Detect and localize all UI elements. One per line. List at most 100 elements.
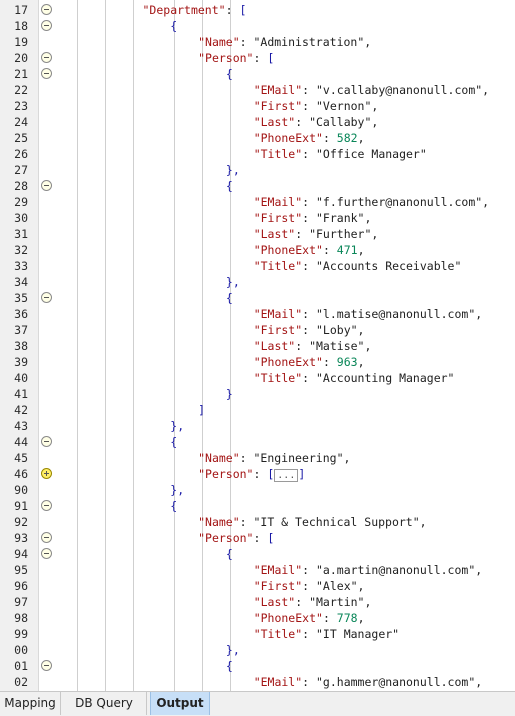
line-number: 31 [14,227,28,241]
line-number: 23 [14,99,28,113]
code-line: 33"Title": "Accounts Receivable" [0,258,515,274]
tab-mapping[interactable]: Mapping [0,692,61,715]
collapse-fold-icon[interactable] [41,180,52,191]
code-token: "PhoneExt" [253,131,323,145]
code-line: 30"First": "Frank", [0,210,515,226]
code-token: : "Engineering", [239,451,351,465]
code-text: "Person": [ [198,50,274,66]
code-token: : [253,467,268,481]
indent-guide-line [105,0,106,691]
line-number: 92 [14,515,28,529]
indent-guide-line [230,0,231,691]
code-line: 39"PhoneExt": 963, [0,354,515,370]
code-text: "Title": "IT Manager" [254,626,399,642]
code-text: "Title": "Accounts Receivable" [254,258,462,274]
code-text: { [226,290,233,306]
code-line: 22"EMail": "v.callaby@nanonull.com", [0,82,515,98]
code-text: "Title": "Office Manager" [254,146,427,162]
collapse-fold-icon[interactable] [41,68,52,79]
code-line: 37"First": "Loby", [0,322,515,338]
code-token: : [322,355,337,369]
collapse-fold-icon[interactable] [41,500,52,511]
line-number: 93 [14,531,28,545]
json-editor[interactable]: 17 "Department": [ 18 {19"Name": "Administr… [0,0,515,691]
code-line: 92 "Name": "IT & Technical Support", [0,514,515,530]
code-token: { [170,499,178,513]
line-number: 28 [14,179,28,193]
line-number: 00 [14,643,28,657]
line-number: 37 [14,323,28,337]
code-text: "Name": "IT & Technical Support", [198,514,426,530]
code-token: 778 [336,611,358,625]
code-line: 90}, [0,482,515,498]
code-text: "PhoneExt": 471, [254,242,365,258]
collapse-fold-icon[interactable] [41,532,52,543]
code-token: } [225,387,233,401]
code-line: 01{ [0,658,515,674]
collapse-fold-icon[interactable] [41,660,52,671]
line-number: 97 [14,595,28,609]
code-token: "First" [253,323,303,337]
code-token: : "Callaby", [295,115,379,129]
code-text: "Last": "Martin", [254,594,372,610]
code-text: }, [170,482,184,498]
code-token: "Title" [253,147,303,161]
code-token: 471 [336,243,358,257]
code-line: 96"First": "Alex", [0,578,515,594]
code-token: "Title" [253,371,303,385]
collapse-fold-icon[interactable] [41,436,52,447]
code-line: 19"Name": "Administration", [0,34,515,50]
code-token: "Title" [253,259,303,273]
line-number: 96 [14,579,28,593]
code-token: "Name" [198,515,240,529]
line-number: 38 [14,339,28,353]
line-number: 18 [14,19,28,33]
code-line: 31"Last": "Further", [0,226,515,242]
collapse-fold-icon[interactable] [41,292,52,303]
line-number: 17 [14,3,28,17]
code-token: "Name" [198,451,240,465]
code-line: 29"EMail": "f.further@nanonull.com", [0,194,515,210]
code-line: 45"Name": "Engineering", [0,450,515,466]
code-token: : "a.martin@nanonull.com", [302,563,483,577]
code-token: : [225,3,240,17]
code-line: 28{ [0,178,515,194]
line-number: 41 [14,387,28,401]
line-number: 34 [14,275,28,289]
line-number: 02 [14,675,28,689]
code-token: ] [298,467,306,481]
code-line: 95"EMail": "a.martin@nanonull.com", [0,562,515,578]
code-line: 27}, [0,162,515,178]
code-line: 24"Last": "Callaby", [0,114,515,130]
collapsed-block-placeholder[interactable]: ... [274,469,299,482]
collapse-fold-icon[interactable] [41,4,52,15]
code-token: "First" [253,99,303,113]
line-number: 25 [14,131,28,145]
code-token: [ [267,467,275,481]
code-token: : "IT Manager" [302,627,400,641]
line-number: 21 [14,67,28,81]
code-token: : "Frank", [302,211,372,225]
code-token: }, [170,419,185,433]
code-text: "Department": [ [143,2,247,18]
tab-output[interactable]: Output [150,692,210,715]
code-line: 32"PhoneExt": 471, [0,242,515,258]
code-text: ] [198,402,205,418]
collapse-fold-icon[interactable] [41,20,52,31]
code-token: "PhoneExt" [253,243,323,257]
code-token: : [322,611,337,625]
collapse-fold-icon[interactable] [41,52,52,63]
expand-fold-icon[interactable] [41,468,52,479]
code-text: { [226,66,233,82]
code-line: 17 "Department": [ [0,2,515,18]
code-token: "Title" [253,627,303,641]
collapse-fold-icon[interactable] [41,548,52,559]
code-token: { [225,67,233,81]
code-text: "PhoneExt": 582, [254,130,365,146]
code-token: }, [225,275,240,289]
line-number: 20 [14,51,28,65]
code-line: 38"Last": "Matise", [0,338,515,354]
tab-db-query[interactable]: DB Query [62,692,147,715]
code-token: "Last" [253,115,296,129]
code-line: 94{ [0,546,515,562]
